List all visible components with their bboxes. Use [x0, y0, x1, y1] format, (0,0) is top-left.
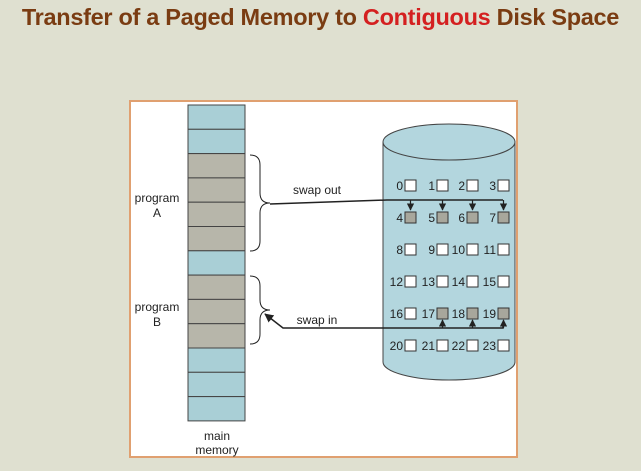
disk-block — [466, 211, 479, 224]
memory-frame — [187, 250, 246, 276]
disk-block — [497, 275, 510, 288]
memory-frame — [187, 396, 246, 422]
memory-frame — [187, 153, 246, 179]
disk-block-number: 10 — [452, 243, 466, 257]
disk-block-number: 0 — [396, 179, 403, 193]
disk-block — [436, 339, 449, 352]
program-a-brace — [249, 154, 271, 252]
disk-block-number: 5 — [428, 211, 435, 225]
disk-block — [404, 275, 417, 288]
disk-block-number: 19 — [483, 307, 497, 321]
disk-block-number: 14 — [452, 275, 466, 289]
title-highlight: Contiguous — [362, 4, 491, 30]
disk-block-number: 9 — [428, 243, 435, 257]
disk-block-number: 21 — [422, 339, 436, 353]
swap-out-arrow — [269, 199, 503, 205]
disk-cylinder — [382, 123, 516, 381]
memory-frame — [187, 201, 246, 227]
disk-block-number: 18 — [452, 307, 466, 321]
disk-block — [436, 211, 449, 224]
title-part-2: Disk Space — [490, 4, 620, 30]
memory-frame — [187, 226, 246, 252]
disk-block-number: 6 — [458, 211, 465, 225]
disk-block-number: 2 — [458, 179, 465, 193]
swap-out-label: swap out — [293, 183, 342, 197]
disk-block-number: 23 — [483, 339, 497, 353]
disk-block — [436, 275, 449, 288]
disk-block — [466, 339, 479, 352]
memory-frame — [187, 298, 246, 325]
disk-block — [404, 179, 417, 192]
disk-block-number: 4 — [396, 211, 403, 225]
memory-frame — [187, 104, 246, 130]
disk-block-number: 15 — [483, 275, 497, 289]
memory-frame — [187, 347, 246, 373]
disk-block-number: 22 — [452, 339, 466, 353]
disk-block-number: 8 — [396, 243, 403, 257]
memory-frame — [187, 128, 246, 155]
slide-title: Transfer of a Paged Memory to Contiguous… — [0, 4, 641, 31]
disk-block — [404, 307, 417, 320]
disk-block-number: 12 — [390, 275, 404, 289]
disk-block-number: 16 — [390, 307, 404, 321]
program-b-brace — [249, 275, 271, 345]
memory-frame — [187, 274, 246, 300]
disk-block — [497, 243, 510, 256]
disk-block — [466, 243, 479, 256]
disk-block — [497, 211, 510, 224]
disk-block — [404, 211, 417, 224]
disk-block-number: 3 — [489, 179, 496, 193]
disk-block — [436, 179, 449, 192]
disk-block — [497, 179, 510, 192]
memory-frame — [187, 323, 246, 349]
disk-block — [436, 243, 449, 256]
disk-block — [497, 339, 510, 352]
main-memory-column — [187, 104, 246, 422]
disk-block — [466, 307, 479, 320]
disk-block-number: 11 — [484, 243, 497, 257]
disk-block — [497, 307, 510, 320]
disk-block — [466, 179, 479, 192]
swap-out-branches — [406, 200, 508, 211]
memory-frame — [187, 177, 246, 203]
disk-block-number: 7 — [489, 211, 496, 225]
disk-block — [404, 339, 417, 352]
memory-frame — [187, 371, 246, 398]
disk-block — [404, 243, 417, 256]
disk-block — [466, 275, 479, 288]
disk-block-number: 17 — [422, 307, 436, 321]
swap-in-branches — [438, 319, 508, 328]
disk-block-number: 20 — [390, 339, 404, 353]
title-part-1: Transfer of a Paged Memory to — [21, 4, 363, 30]
swap-in-label: swap in — [297, 313, 338, 327]
disk-block — [436, 307, 449, 320]
disk-block-number: 1 — [428, 179, 435, 193]
disk-block-number: 13 — [422, 275, 436, 289]
